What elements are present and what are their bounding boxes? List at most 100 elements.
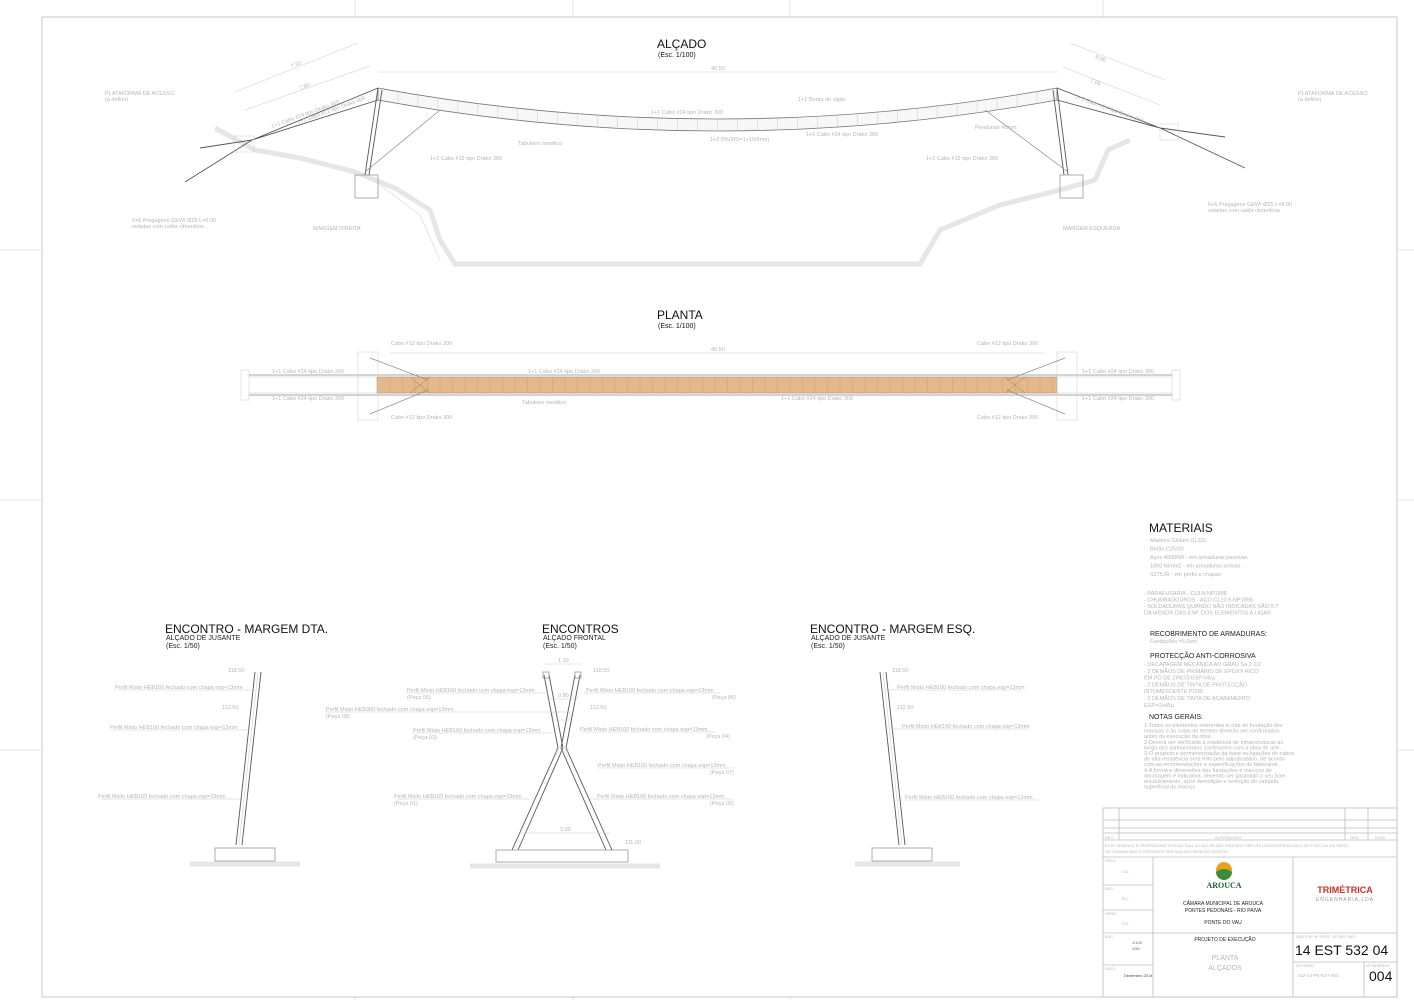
note-line: 3-O projecto e pormenorização da base ou… (1144, 751, 1294, 757)
title-block-text: REV ALTERAÇÕES DES. DATA ESTE DESENHO É … (1105, 835, 1393, 984)
sheet-frame (41, 16, 1398, 998)
note-line: DA MENOR DAS ESP. DOS ELEMENTOS A LIGAR (1144, 611, 1271, 617)
svg-text:1+1 Cabo #24 tipo Drako 300: 1+1 Cabo #24 tipo Drako 300 (781, 396, 853, 402)
svg-text:1.10: 1.10 (558, 658, 569, 664)
svg-text:VERIF.: VERIF. (1105, 911, 1117, 916)
svg-text:Perfil Misto HEB160 fechado co: Perfil Misto HEB160 fechado com chapa es… (413, 728, 541, 734)
svg-text:118.50: 118.50 (228, 668, 244, 674)
svg-text:Tabuleiro metálico: Tabuleiro metálico (522, 400, 566, 406)
note-line: - DECAPAGEM MECÂNICA AO GRAU Sa 2 1/2 (1144, 661, 1261, 668)
alcado-view: ALÇADO (Esc. 1/100) 40.50 7.91 7.80 8.06… (105, 37, 1368, 267)
svg-text:1+1 Cabo #12 tipo Drako 300: 1+1 Cabo #12 tipo Drako 300 (430, 156, 502, 162)
svg-text:ALÇADO FRONTAL: ALÇADO FRONTAL (543, 635, 606, 642)
svg-text:(Esc. 1/50): (Esc. 1/50) (543, 643, 577, 650)
svg-text:112.50: 112.50 (590, 705, 606, 711)
svg-text:Perfil Misto HEB160 fechado co: Perfil Misto HEB160 fechado com chapa es… (115, 685, 243, 691)
svg-text:ANO ESP. Nº PROC. Nº DE: ANO ESP. Nº PROC. Nº DES. REV. (1296, 935, 1356, 939)
encontro-dta-view: ENCONTRO - MARGEM DTA. ALÇADO DE JUSANTE… (98, 622, 328, 867)
note-line: ESP.=2x45μ (1144, 703, 1174, 709)
svg-text:1+1 Cabo #24 tipo Drako 300: 1+1 Cabo #24 tipo Drako 300 (651, 110, 723, 116)
note-line: superficial do maciço. (1144, 785, 1197, 791)
svg-text:ALÇADO DE JUSANTE: ALÇADO DE JUSANTE (166, 635, 241, 642)
svg-text:(Esc. 1/50): (Esc. 1/50) (811, 643, 845, 650)
svg-text:Perfil Misto HEB160 fechado co: Perfil Misto HEB160 fechado com chapa es… (905, 795, 1033, 801)
svg-text:PLATAFORMA DE ACESSO: PLATAFORMA DE ACESSO (1298, 91, 1368, 97)
svg-text:Perfil Misto HEB160 fechado co: Perfil Misto HEB160 fechado com chapa es… (598, 763, 726, 769)
svg-text:8.06: 8.06 (1094, 54, 1106, 64)
svg-text:1+1 Cabo #24 tipo Drako 300: 1+1 Cabo #24 tipo Drako 300 (1074, 94, 1144, 124)
svg-text:ESC.: ESC. (1105, 934, 1114, 939)
note-line: - 2 DEMÃOS DE TINTA DE PROTECÇÃO (1144, 681, 1248, 688)
svg-text:Perfil Misto HEB160 fechado co: Perfil Misto HEB160 fechado com chapa es… (597, 794, 725, 800)
note-line: Betão C25/30 (1150, 547, 1184, 553)
note-line: 4-A forma e dimensões das fundações e ma… (1144, 768, 1272, 774)
svg-text:FICHEIRO: FICHEIRO (1296, 964, 1314, 968)
svg-text:1+1 Cabo #24 tipo Drako 300: 1+1 Cabo #24 tipo Drako 300 (1082, 369, 1154, 375)
note-line: de alta resistência será feito pelo adju… (1144, 757, 1285, 763)
svg-text:(Peça 02): (Peça 02) (710, 801, 734, 807)
svg-text:004: 004 (1369, 968, 1393, 984)
svg-text:PROJ.: PROJ. (1105, 858, 1117, 863)
svg-text:(Peça 01): (Peça 01) (394, 801, 418, 807)
svg-text:118.50: 118.50 (593, 668, 609, 674)
svg-text:DES.: DES. (1105, 886, 1114, 891)
svg-text:PROJETO DE EXECUÇÃO: PROJETO DE EXECUÇÃO (1194, 936, 1255, 943)
svg-text:ENGENHARIA,LDA: ENGENHARIA,LDA (1316, 897, 1374, 903)
svg-text:REV: REV (1105, 835, 1114, 840)
note-line: 1-Todos os elementos referentes à cota d… (1144, 723, 1283, 729)
svg-text:R.L.: R.L. (1122, 896, 1129, 901)
svg-text:Perfil Misto HEB160 fechado co: Perfil Misto HEB160 fechado com chapa es… (110, 725, 238, 731)
alcado-title: ALÇADO (657, 37, 706, 51)
svg-text:CÂMARA MUNICIPAL DE AROUCA: CÂMARA MUNICIPAL DE AROUCA (1183, 900, 1264, 907)
note-line: EM PÓ DE ZINCO ESP.=45μ (1144, 675, 1215, 682)
svg-text:Nº DESENHO: Nº DESENHO (1366, 964, 1390, 968)
svg-text:7.91: 7.91 (291, 60, 303, 70)
svg-text:seladas com calda cimentícia: seladas com calda cimentícia (1208, 208, 1281, 214)
note-line: Madeira Glulam GL32c (1150, 538, 1207, 544)
title-block (1102, 807, 1398, 998)
svg-text:MARGEM DIREITA: MARGEM DIREITA (313, 226, 361, 232)
svg-text:Perfil Misto HEB160 fechado co: Perfil Misto HEB160 fechado com chapa es… (98, 794, 226, 800)
note-line: encastramento, após demolição e remoção … (1144, 779, 1279, 785)
svg-text:DATA: DATA (1375, 835, 1385, 840)
svg-text:1+1 Cabo #24 tipo Drako 300: 1+1 Cabo #24 tipo Drako 300 (528, 369, 600, 375)
svg-text:(Peça 07): (Peça 07) (710, 770, 734, 776)
svg-text:Cabo #12 tipo Drako 300: Cabo #12 tipo Drako 300 (391, 415, 452, 421)
svg-text:Dezembro 2014: Dezembro 2014 (1124, 973, 1153, 978)
svg-text:(Esc. 1/50): (Esc. 1/50) (166, 643, 200, 650)
svg-text:7.96: 7.96 (1089, 78, 1101, 87)
note-line: longo dos alinhamentos confinantes com a… (1144, 745, 1281, 751)
svg-text:Perfil Misto HEB300 fechado co: Perfil Misto HEB300 fechado com chapa es… (326, 707, 454, 713)
svg-text:0.80: 0.80 (558, 693, 569, 699)
svg-text:ALÇADO DE JUSANTE: ALÇADO DE JUSANTE (811, 635, 886, 642)
svg-text:Tabuleiro metálico: Tabuleiro metálico (518, 141, 562, 147)
svg-text:(Peça 08): (Peça 08) (326, 714, 350, 720)
note-line: com as recomendações e especificações do… (1144, 762, 1280, 768)
note-line: Aços A500NR - em armaduras passivas (1150, 555, 1248, 561)
svg-text:Perfil Misto HEB160 fechado co: Perfil Misto HEB160 fechado com chapa es… (407, 688, 535, 694)
svg-text:(Peça 05): (Peça 05) (407, 695, 431, 701)
trimetrica-logo: TRIMÉTRICA ENGENHARIA,LDA (1316, 885, 1374, 903)
svg-text:DES.: DES. (1350, 835, 1359, 840)
svg-text:Perfil Misto HEB160 fechado co: Perfil Misto HEB160 fechado com chapa es… (394, 794, 522, 800)
svg-text:1/50: 1/50 (1132, 946, 1141, 951)
svg-text:1/100: 1/100 (1132, 940, 1143, 945)
svg-text:(Peça 03): (Peça 03) (413, 735, 437, 741)
svg-text:Perfil Misto HEB160 fechado co: Perfil Misto HEB160 fechado com chapa es… (586, 688, 714, 694)
svg-text:DATA: DATA (1105, 966, 1115, 971)
alcado-scale: (Esc. 1/100) (658, 52, 696, 59)
svg-text:(a definir): (a definir) (105, 97, 128, 103)
note-line: 1860 N/mm2 - em armaduras activas (1150, 564, 1241, 570)
svg-text:40.50: 40.50 (711, 347, 725, 353)
svg-text:PLATAFORMA DE ACESSO: PLATAFORMA DE ACESSO (105, 91, 175, 97)
note-line: 2-Deverá ser verificada a existência de … (1144, 740, 1283, 746)
svg-text:Perfil Misto HEB160 fechado co: Perfil Misto HEB160 fechado com chapa es… (580, 727, 708, 733)
svg-text:MARGEM ESQUERDA: MARGEM ESQUERDA (1063, 226, 1120, 232)
svg-text:ALÇADOS: ALÇADOS (1208, 965, 1242, 972)
note-line: S275JR - em perfis e chapas (1150, 572, 1221, 578)
planta-deck (376, 376, 1058, 394)
svg-text:14 EST 532 04: 14 EST 532 04 (1295, 942, 1388, 958)
svg-text:112.50: 112.50 (897, 705, 913, 711)
svg-text:(Esc. 1/100): (Esc. 1/100) (658, 323, 696, 330)
